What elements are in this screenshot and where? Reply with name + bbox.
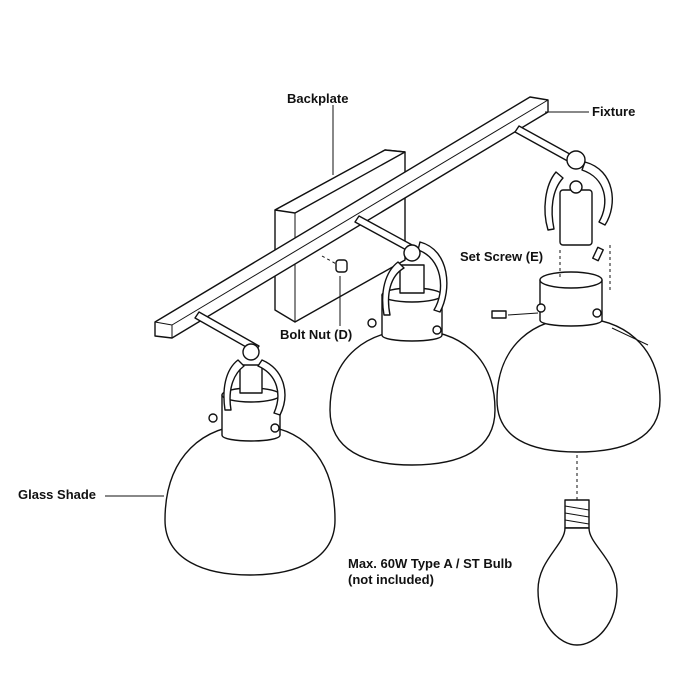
fixture-label: Fixture <box>592 104 636 119</box>
bulb-label-line1: Max. 60W Type A / ST Bulb <box>348 556 513 571</box>
set-screw-label: Set Screw (E) <box>460 249 544 264</box>
right-lamp <box>491 150 661 453</box>
fixture-bar <box>154 96 549 339</box>
left-lamp <box>164 343 336 576</box>
backplate-label: Backplate <box>287 91 349 106</box>
middle-lamp <box>329 241 496 466</box>
bolt-nut-drawing <box>321 255 348 273</box>
bolt-nut-label: Bolt Nut (D) <box>280 327 353 342</box>
bulb-label-line2: (not included) <box>348 572 434 587</box>
glass-shade-label: Glass Shade <box>18 487 97 502</box>
bulb-drawing <box>537 455 618 646</box>
